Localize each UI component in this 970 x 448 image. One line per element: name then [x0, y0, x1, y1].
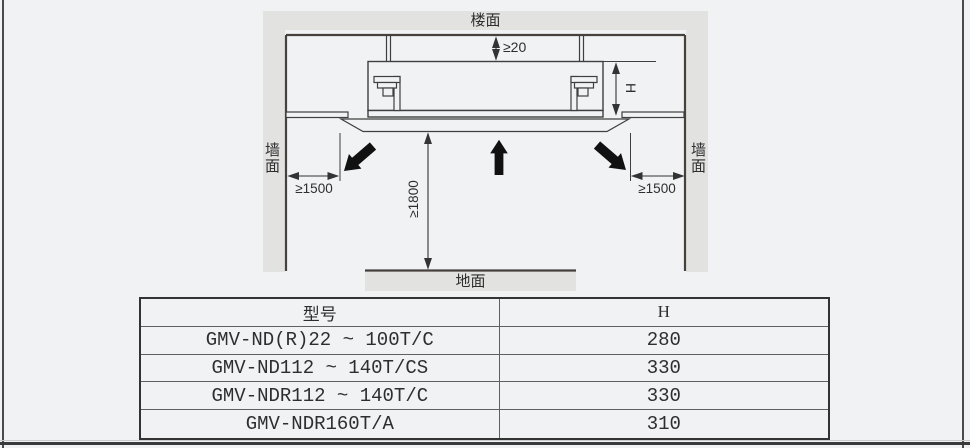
wall-left-label: 墙面	[264, 143, 280, 175]
airflow-arrows	[337, 137, 633, 179]
dim-unit-height-label: H	[623, 82, 639, 94]
model-cell: GMV-NDR112 ~ 140T/C	[141, 382, 500, 410]
ceiling-label: 楼面	[470, 13, 501, 29]
table-row: GMV-NDR160T/A 310	[141, 410, 828, 438]
airflow-arrow-right	[590, 137, 633, 178]
model-cell: GMV-NDR160T/A	[141, 410, 500, 438]
unit-body	[367, 60, 604, 112]
ceiling-slab-band	[263, 11, 708, 30]
h-value-cell: 330	[646, 384, 681, 407]
dimension-extension-lines	[339, 133, 631, 181]
wall-left-band	[263, 11, 285, 272]
table-row: GMV-ND112 ~ 140T/CS 330	[141, 354, 828, 383]
dim-floor-clearance-label: ≥1800	[406, 180, 421, 218]
dim-side-right-label: ≥1500	[638, 181, 676, 196]
h-value-cell: 280	[646, 329, 681, 352]
model-cell: GMV-ND(R)22 ~ 100T/C	[141, 326, 500, 354]
installation-diagram	[263, 11, 708, 291]
wall-right-label: 墙面	[690, 143, 706, 175]
dim-side-left-label: ≥1500	[295, 181, 333, 196]
ceiling-board-right	[621, 111, 685, 119]
h-value-cell: 330	[646, 356, 681, 379]
table-header-row: 型号 H	[141, 299, 828, 327]
ceiling-board-left	[285, 111, 349, 119]
h-value-cell: 310	[646, 413, 681, 436]
table-row: GMV-NDR112 ~ 140T/C 330	[141, 382, 828, 411]
dimension-lines	[287, 36, 685, 270]
floor-label: 地面	[455, 274, 486, 290]
structure-bands	[263, 11, 708, 291]
floor-band	[365, 271, 576, 291]
dim-top-gap-label: ≥20	[503, 39, 527, 55]
hanger-bracket-right	[570, 75, 598, 112]
unit-base-plate	[367, 109, 604, 118]
table-header-model: 型号	[141, 299, 500, 326]
page-bottom-border	[0, 442, 970, 445]
airflow-arrow-left	[337, 138, 380, 179]
hanger-bracket-left	[373, 75, 401, 112]
model-cell: GMV-ND112 ~ 140T/CS	[141, 354, 500, 382]
page-bottom-accent-line	[0, 440, 970, 441]
spec-table: 型号 H GMV-ND(R)22 ~ 100T/C 280 GMV-ND112 …	[139, 297, 830, 440]
structure-lines	[284, 33, 687, 272]
page-border-right	[962, 0, 964, 448]
suspended-ceiling-boards	[285, 111, 685, 119]
unit-panel	[338, 118, 632, 133]
airflow-arrow-up	[490, 139, 508, 175]
wall-right-band	[686, 11, 708, 272]
indoor-unit	[367, 60, 604, 118]
table-row: GMV-ND(R)22 ~ 100T/C 280	[141, 326, 828, 355]
page-border-left	[2, 0, 4, 448]
table-header-h: H	[657, 302, 670, 322]
